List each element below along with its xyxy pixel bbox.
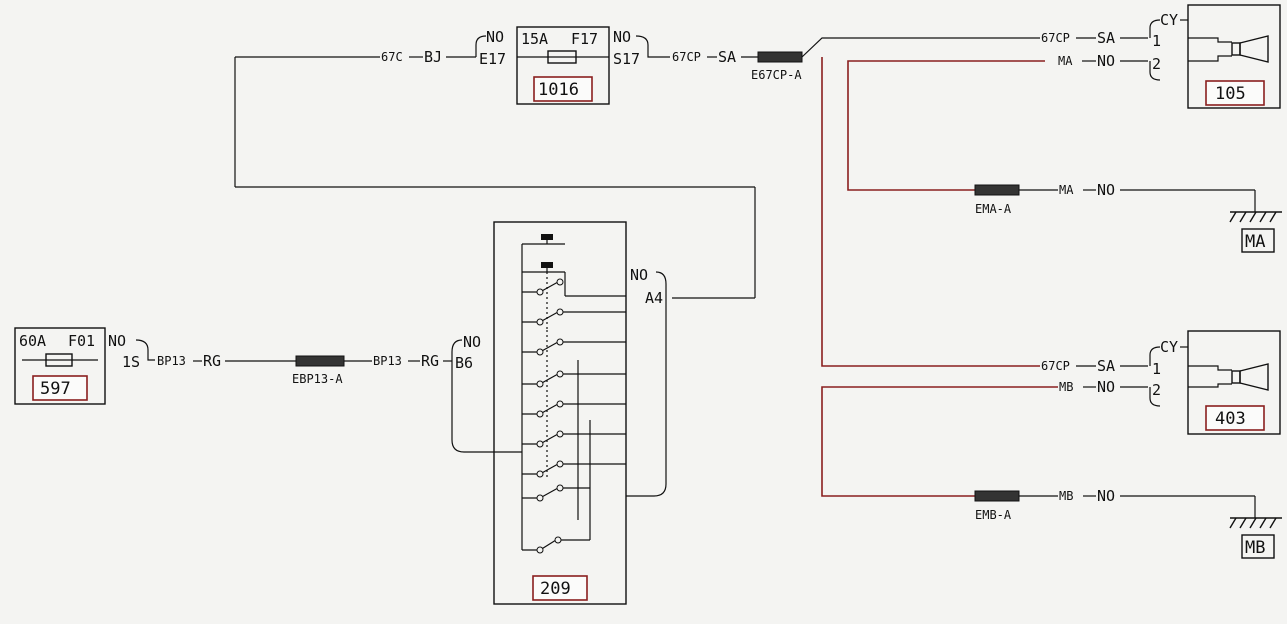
fuse-597-unit-box <box>32 375 88 401</box>
fuse-597-element-icon <box>45 353 73 367</box>
fuse-1016-box <box>516 26 610 105</box>
wire-bp13-left-color: RG <box>203 352 221 370</box>
fuse-597-box <box>14 327 106 405</box>
fuse-1016-left-pin: E17 <box>479 50 506 68</box>
horn-105-connector: CY <box>1160 11 1178 29</box>
horn-403-box <box>1187 330 1281 435</box>
fuse-597-id: F01 <box>68 332 95 350</box>
wire-67c-color: BJ <box>424 48 442 66</box>
fuse-597-rating: 60A <box>19 332 46 350</box>
ground-ma-label-box <box>1241 228 1275 253</box>
horn-403-w2-code: MB <box>1059 380 1073 394</box>
ground-ma: EMA-A MA NO MA <box>974 181 1282 253</box>
ground-ma-code: MA <box>1059 183 1074 197</box>
horn-403-w1-code: 67CP <box>1041 359 1070 373</box>
horn-105-w1-code: 67CP <box>1041 31 1070 45</box>
splice-e67cpa-label: E67CP-A <box>751 68 802 82</box>
wire-67c-code: 67C <box>381 50 403 64</box>
horn-105-pin1: 1 <box>1152 32 1161 50</box>
switch-209-pin-b-color: NO <box>463 333 481 351</box>
ground-mb-label: MB <box>1245 538 1265 558</box>
fuse-1016-id: F17 <box>571 30 598 48</box>
horn-105-unit-box <box>1205 80 1265 106</box>
switch-209: NO B6 NO A4 209 <box>451 187 756 605</box>
ground-ma-color: NO <box>1097 181 1115 199</box>
switch-contacts-icon <box>494 234 626 554</box>
splice-emaa-icon <box>974 184 1020 196</box>
switch-209-pin-a: A4 <box>645 289 663 307</box>
fuse-1016-right-color: NO <box>613 28 631 46</box>
fuse-1016-unit: 1016 <box>538 80 579 100</box>
horn-105-w2-code: MA <box>1058 54 1073 68</box>
horn-403-connector: CY <box>1160 338 1178 356</box>
horn-403-unit-box <box>1205 405 1265 431</box>
horn-403-pin1: 1 <box>1152 360 1161 378</box>
ground-mb-code: MB <box>1059 489 1073 503</box>
wire-67c: 67C BJ <box>234 35 755 188</box>
wire-67cp-code: 67CP <box>672 50 701 64</box>
fuse-1016-element-icon <box>547 50 577 64</box>
fuse-597: 60A F01 597 NO 1S <box>14 327 155 405</box>
splice-e67cpa-icon <box>757 51 803 63</box>
fuse-597-unit: 597 <box>40 379 71 399</box>
splice-emba-icon <box>974 490 1020 502</box>
switch-209-unit-box <box>532 575 588 601</box>
horn-105: 67CP SA MA NO CY 1 2 105 <box>847 4 1281 191</box>
wire-bp13-right-code: BP13 <box>373 354 402 368</box>
horn-403-icon <box>1231 363 1269 391</box>
fuse-1016-unit-box <box>533 76 593 102</box>
horn-403: 67CP SA MB NO CY 1 2 403 <box>821 330 1281 497</box>
horn-403-unit: 403 <box>1215 409 1246 429</box>
switch-209-pin-a-color: NO <box>630 266 648 284</box>
splice-emaa-label: EMA-A <box>975 202 1012 216</box>
ground-ma-label: MA <box>1245 232 1265 252</box>
ground-mb-icon <box>1229 517 1282 529</box>
horn-403-w1-color: SA <box>1097 357 1115 375</box>
fuse-597-pin: 1S <box>122 353 140 371</box>
switch-209-box <box>493 221 627 605</box>
splice-ebp13a-label: EBP13-A <box>292 372 343 386</box>
ground-mb: EMB-A MB NO MB <box>974 487 1282 559</box>
horn-403-w2-color: NO <box>1097 378 1115 396</box>
ground-ma-icon <box>1229 211 1282 223</box>
wire-bp13-right-color: RG <box>421 352 439 370</box>
fuse-1016-rating: 15A <box>521 30 548 48</box>
ground-mb-color: NO <box>1097 487 1115 505</box>
fuse-1016: NO E17 15A F17 1016 NO S17 <box>479 26 670 105</box>
wire-bp13-left-code: BP13 <box>157 354 186 368</box>
wire-bp13: BP13 RG EBP13-A BP13 RG <box>157 352 452 386</box>
switch-209-unit: 209 <box>540 579 571 599</box>
switch-209-pin-b: B6 <box>455 354 473 372</box>
fuse-597-pin-color: NO <box>108 332 126 350</box>
splice-emba-label: EMB-A <box>975 508 1012 522</box>
fuse-1016-left-color: NO <box>486 28 504 46</box>
ground-mb-label-box <box>1241 534 1275 559</box>
horn-105-box <box>1187 4 1281 109</box>
horn-105-w2-color: NO <box>1097 52 1115 70</box>
horn-105-w1-color: SA <box>1097 29 1115 47</box>
wire-67cp: 67CP SA E67CP-A <box>672 37 1040 367</box>
horn-403-pin2: 2 <box>1152 381 1161 399</box>
fuse-1016-right-pin: S17 <box>613 50 640 68</box>
horn-105-icon <box>1231 35 1269 63</box>
splice-ebp13a-icon <box>295 355 345 367</box>
wire-67cp-color: SA <box>718 48 736 66</box>
horn-105-pin2: 2 <box>1152 55 1161 73</box>
horn-105-unit: 105 <box>1215 84 1246 104</box>
